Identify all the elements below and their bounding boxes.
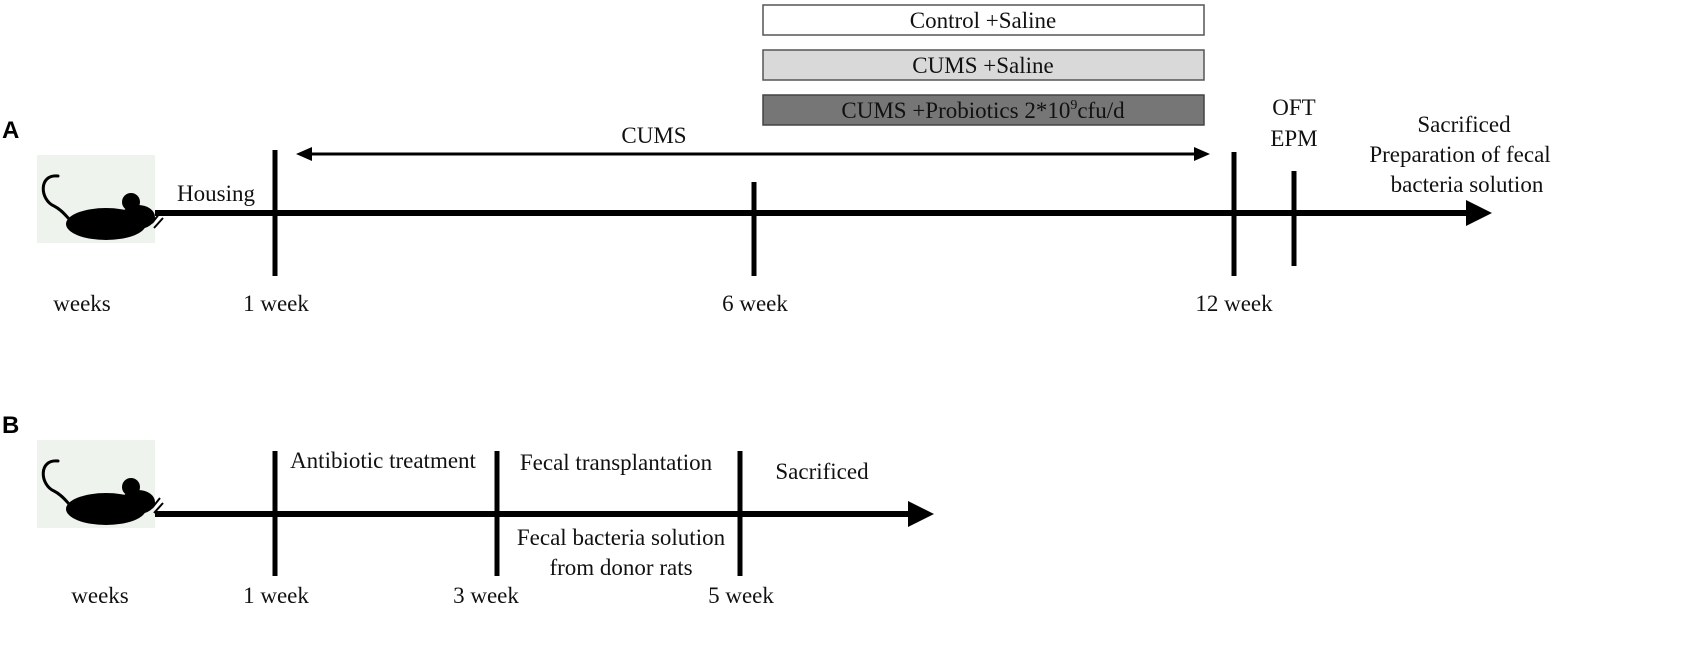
control-saline-box (762, 4, 1205, 36)
panel-a-label: A (2, 117, 19, 144)
cums-arrow-right-head (1194, 147, 1210, 161)
oft-label: OFT (1272, 95, 1315, 120)
timeline-arrowhead-a (1466, 200, 1492, 226)
preparation-label: Preparation of fecal (1369, 142, 1550, 167)
cums-arrow-left-head (296, 147, 312, 161)
tick-label-b-1: 1 week (243, 583, 309, 608)
antibiotic-treatment-label: Antibiotic treatment (290, 448, 476, 473)
bacteria-solution-label: bacteria solution (1391, 172, 1544, 197)
tick-label-a-6: 6 week (722, 291, 788, 316)
donor-solution-line2: from donor rats (549, 555, 692, 580)
cums-saline-box (762, 49, 1205, 81)
sacrificed-label-b: Sacrificed (775, 459, 869, 484)
panel-b-label: B (2, 412, 19, 439)
weeks-label-a: weeks (53, 291, 111, 316)
timeline-arrowhead-b (908, 501, 934, 527)
tick-label-b-5: 5 week (708, 583, 774, 608)
control-saline-label: Control +Saline (910, 8, 1057, 33)
cums-probiotics-label: CUMS +Probiotics 2*109cfu/d (841, 98, 1125, 123)
donor-solution-line1: Fecal bacteria solution (517, 525, 726, 550)
housing-label: Housing (177, 181, 255, 206)
cums-period-label: CUMS (621, 123, 686, 148)
sacrificed-label-a: Sacrificed (1417, 112, 1511, 137)
tick-label-a-12: 12 week (1195, 291, 1273, 316)
cums-probiotics-box (762, 94, 1205, 126)
tick-label-b-3: 3 week (453, 583, 519, 608)
tick-label-a-1: 1 week (243, 291, 309, 316)
fecal-transplantation-label: Fecal transplantation (520, 450, 713, 475)
weeks-label-b: weeks (71, 583, 129, 608)
cums-saline-label: CUMS +Saline (912, 53, 1053, 78)
epm-label: EPM (1270, 126, 1317, 151)
